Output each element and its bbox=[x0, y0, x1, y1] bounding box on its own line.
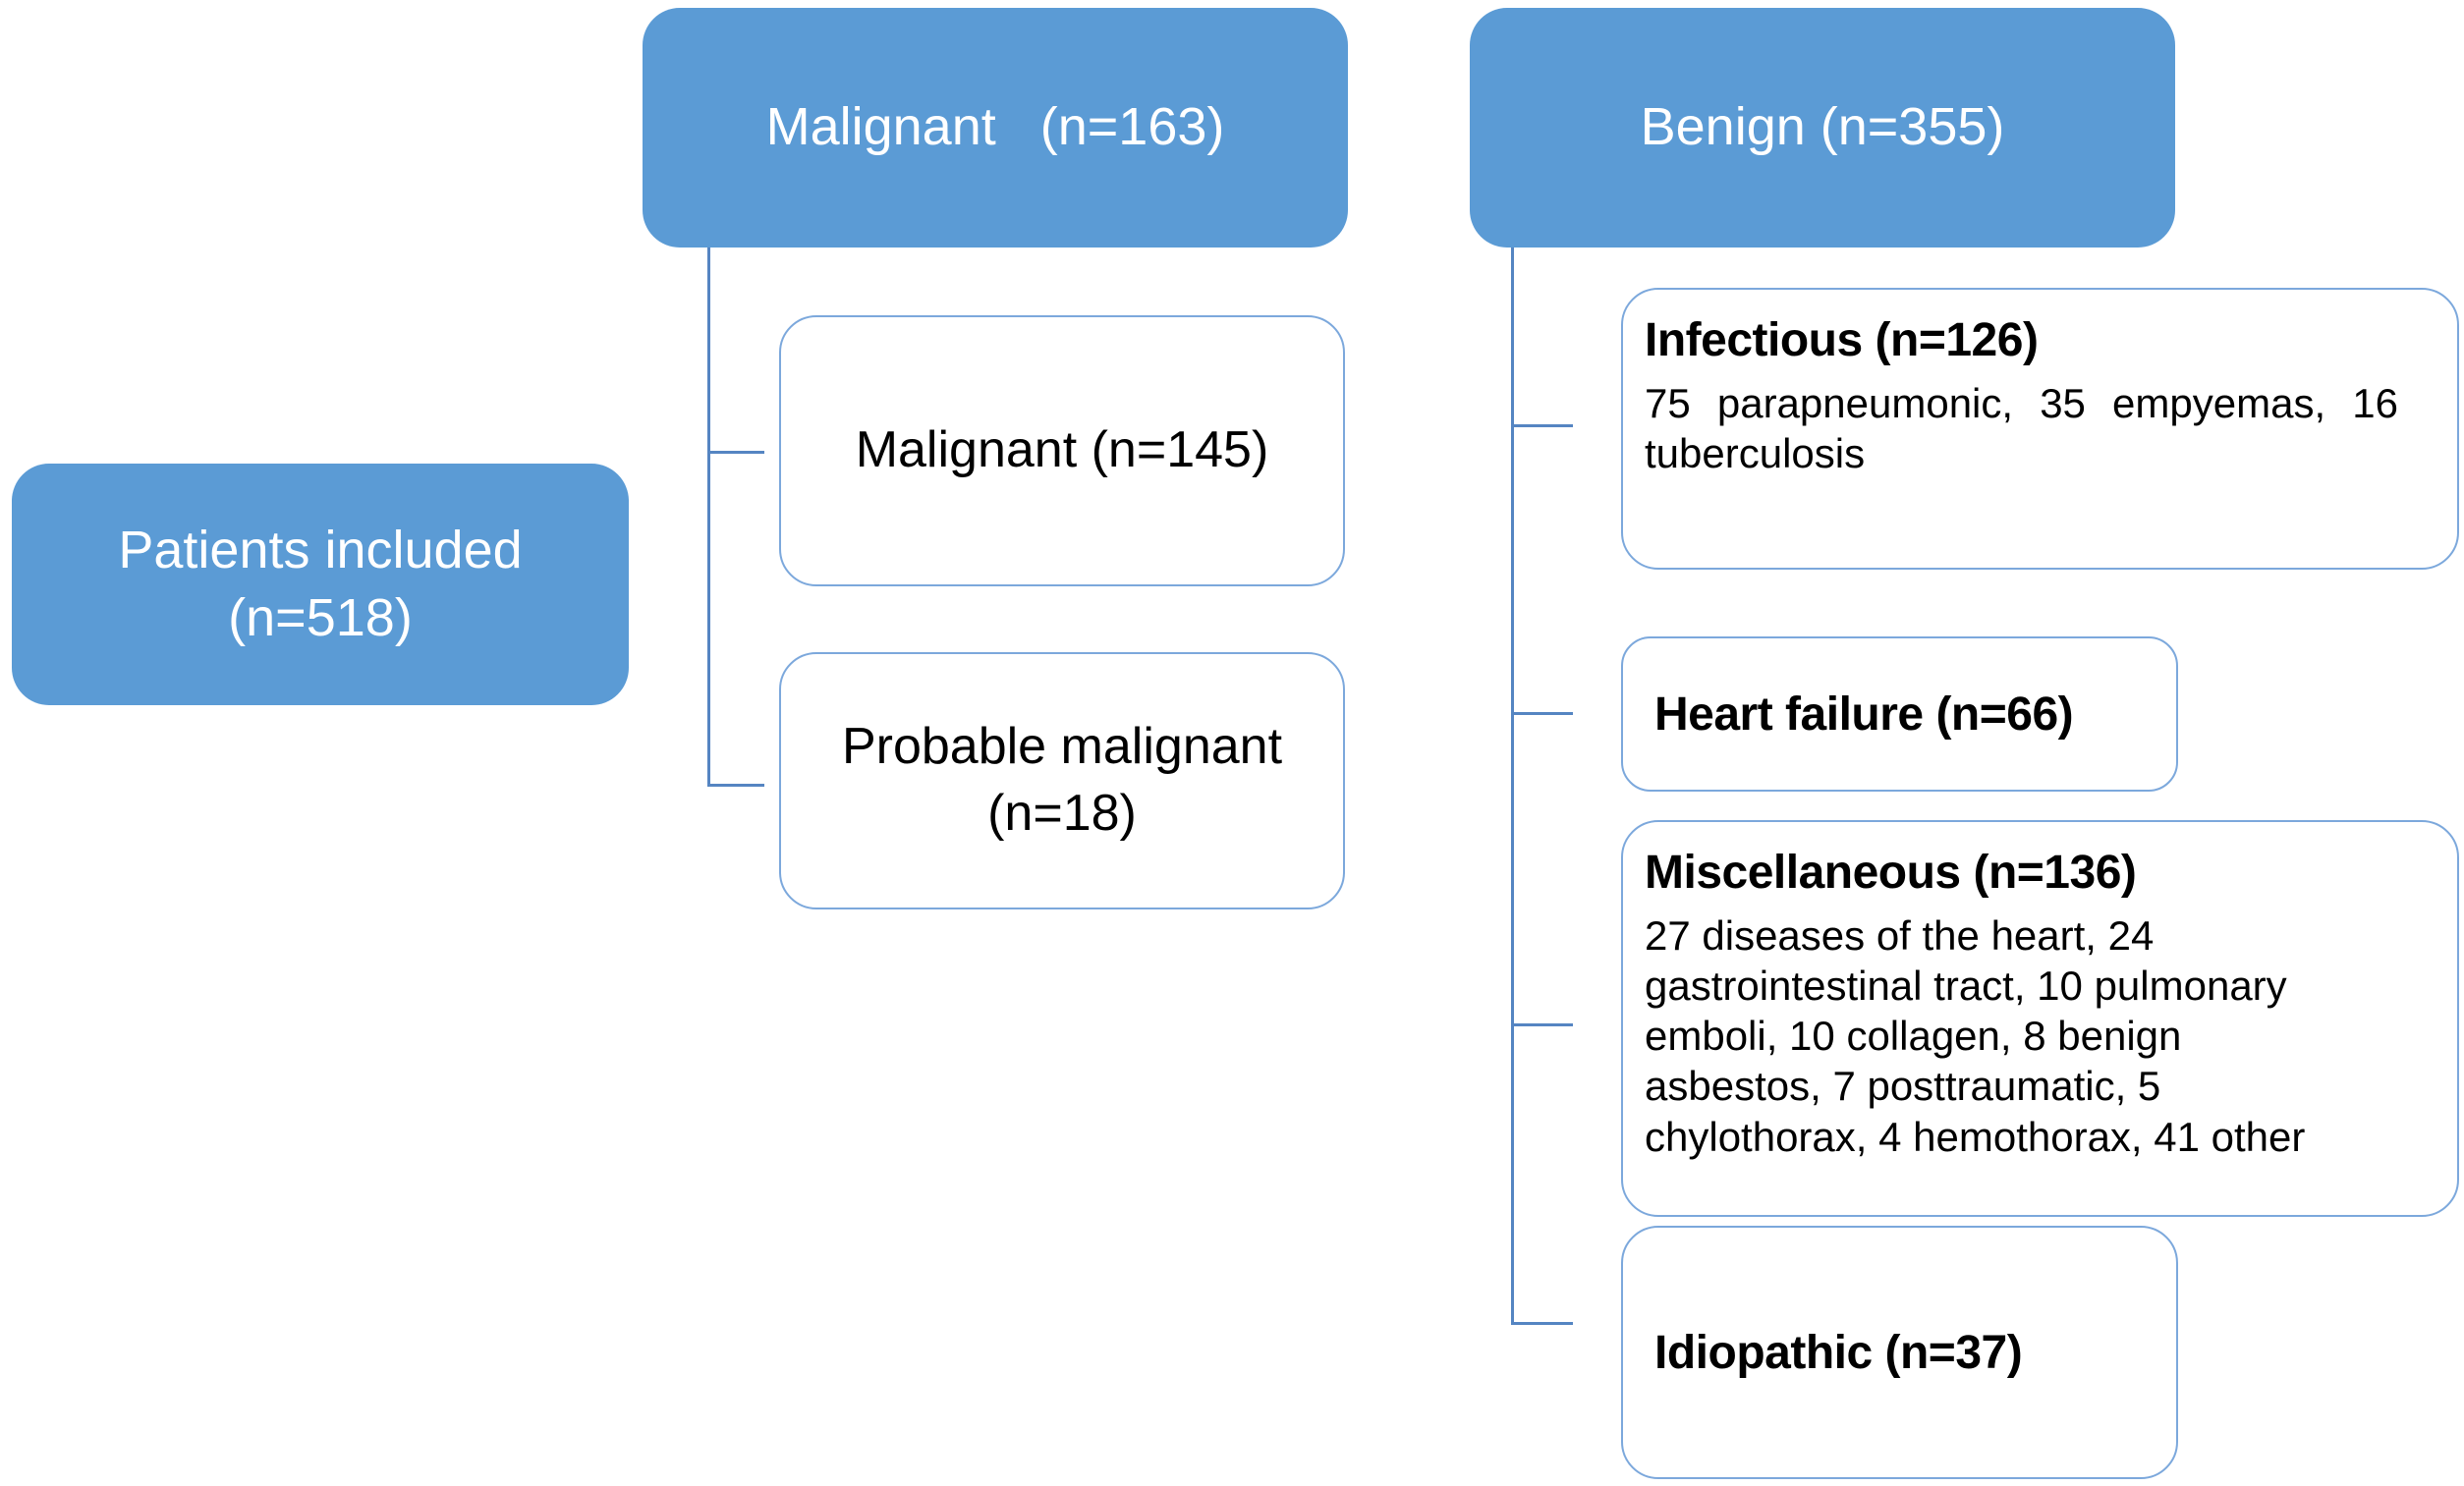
connector-benign-vertical bbox=[1511, 248, 1514, 1325]
node-miscellaneous-body-line: asbestos, 7 posttraumatic, 5 bbox=[1645, 1063, 2161, 1110]
node-heart-failure: Heart failure (n=66) bbox=[1621, 636, 2178, 792]
node-malignant-confirmed-label: Malignant (n=145) bbox=[855, 421, 1269, 479]
node-probable-malignant-label: Probable malignant (n=18) bbox=[841, 718, 1283, 842]
node-idiopathic: Idiopathic (n=37) bbox=[1621, 1226, 2178, 1479]
connector-benign-stub-2 bbox=[1514, 712, 1573, 715]
node-idiopathic-title: Idiopathic (n=37) bbox=[1654, 1326, 2023, 1379]
node-miscellaneous: Miscellaneous (n=136) 27 diseases of the… bbox=[1621, 820, 2459, 1217]
connector-benign-stub-4 bbox=[1514, 1322, 1573, 1325]
connector-benign-stub-1 bbox=[1514, 424, 1573, 427]
node-benign-header-label: Benign (n=355) bbox=[1640, 97, 2005, 157]
node-miscellaneous-body-line: 27 diseases of the heart, 24 bbox=[1645, 911, 2155, 959]
node-heart-failure-title: Heart failure (n=66) bbox=[1654, 688, 2074, 741]
node-miscellaneous-body-line: gastrointestinal tract, 10 pulmonary bbox=[1645, 962, 2287, 1009]
node-patients-included-label: Patients included (n=518) bbox=[118, 520, 523, 647]
connector-malignant-stub-1 bbox=[710, 451, 764, 454]
node-malignant-header: Malignant (n=163) bbox=[643, 8, 1348, 248]
node-malignant-confirmed: Malignant (n=145) bbox=[779, 315, 1345, 586]
node-probable-malignant: Probable malignant (n=18) bbox=[779, 652, 1345, 909]
node-malignant-header-label: Malignant (n=163) bbox=[765, 97, 1225, 157]
connector-benign-stub-3 bbox=[1514, 1023, 1573, 1026]
node-infectious: Infectious (n=126) 75 parapneumonic, 35 … bbox=[1621, 288, 2459, 570]
node-miscellaneous-body-line: chylothorax, 4 hemothorax, 41 other bbox=[1645, 1113, 2306, 1160]
connector-malignant-stub-2 bbox=[710, 784, 764, 787]
node-patients-included: Patients included (n=518) bbox=[12, 464, 629, 705]
node-miscellaneous-title: Miscellaneous (n=136) bbox=[1645, 847, 2137, 899]
node-infectious-body-line: 75 parapneumonic, 35 empyemas, 16 bbox=[1645, 379, 2398, 426]
node-infectious-title: Infectious (n=126) bbox=[1645, 314, 2039, 366]
node-miscellaneous-body-line: emboli, 10 collagen, 8 benign bbox=[1645, 1013, 2182, 1060]
node-infectious-body-line: tuberculosis bbox=[1645, 429, 1866, 476]
node-benign-header: Benign (n=355) bbox=[1470, 8, 2175, 248]
connector-malignant-vertical bbox=[707, 248, 710, 787]
